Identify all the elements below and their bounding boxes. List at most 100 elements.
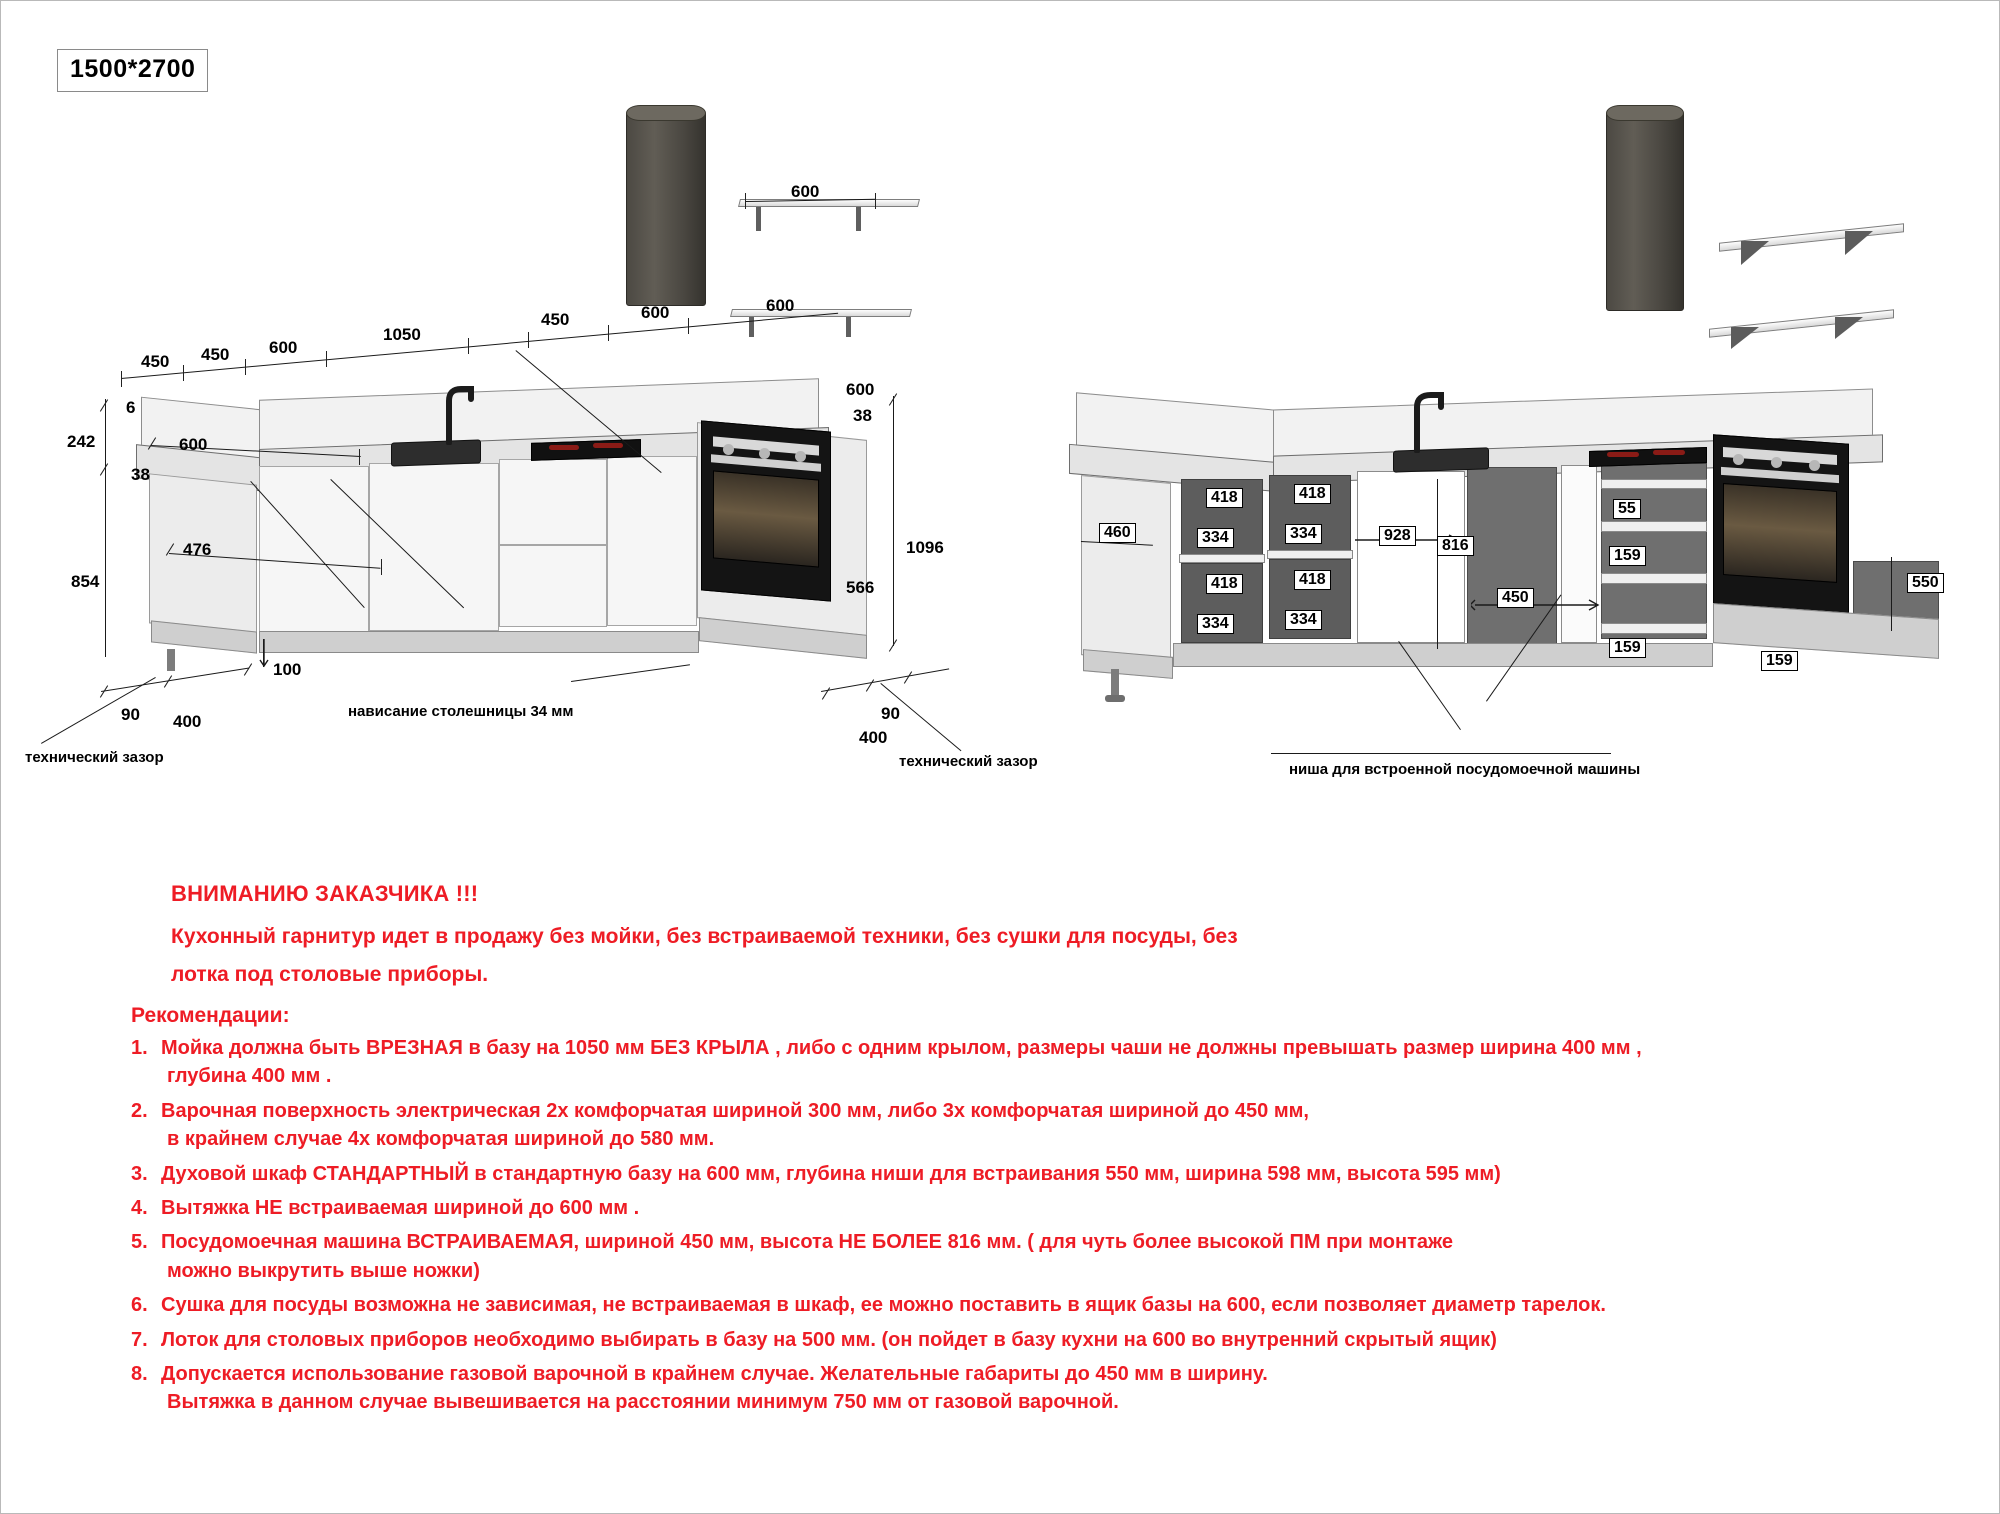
recommendation-number: 2. <box>131 1099 148 1122</box>
dim-top-6: 600 <box>641 303 670 322</box>
recommendations-title: Рекомендации: <box>131 1004 290 1027</box>
oven-right-door-glass <box>1723 483 1837 583</box>
dim-tick <box>99 399 109 412</box>
shelf-bracket-1 <box>756 207 761 231</box>
dim-drawer-159-b: 159 <box>1609 638 1646 658</box>
dim-460: 460 <box>1099 523 1136 543</box>
recommendation-item: 3. Духовой шкаф СТАНДАРТНЫЙ в стандартную… <box>131 1160 1921 1188</box>
dim-tick <box>381 559 382 575</box>
recommendation-text: Сушка для посуды возможна не зависимая, … <box>161 1294 1606 1317</box>
oven-right-knob-1 <box>1733 454 1744 465</box>
recommendation-continuation: глубина 400 мм . <box>167 1065 332 1088</box>
shelf-divider-2 <box>1267 550 1353 559</box>
recommendation-number: 8. <box>131 1362 148 1385</box>
notice-heading: ВНИМАНИЮ ЗАКАЗЧИКА !!! <box>171 881 479 906</box>
dim-vline-550 <box>1891 557 1892 631</box>
drawer-front-1 <box>1601 479 1707 489</box>
dim-tick <box>875 193 876 209</box>
dim-top-2: 450 <box>201 345 230 364</box>
label-technical-gap-right: технический зазор <box>899 753 1038 770</box>
dim-gap-90-left: 90 <box>121 705 140 724</box>
leader-overhang-4 <box>571 664 690 682</box>
shelf-divider-1 <box>1179 554 1265 563</box>
recommendation-text: Допускается использование газовой варочн… <box>161 1360 1921 1417</box>
dim-arrow-450 <box>1471 599 1600 611</box>
dim-tick <box>243 663 253 676</box>
recommendation-item: 5.Посудомоечная машина ВСТРАИВАЕМАЯ, шир… <box>131 1228 1921 1285</box>
oven-door-glass <box>713 470 819 568</box>
dim-top-5: 450 <box>541 310 570 329</box>
dim-tick <box>326 351 327 367</box>
notice-line-2: лотка под столовые приборы. <box>171 962 489 986</box>
dishwasher-niche <box>1357 471 1465 643</box>
dim-tick <box>903 671 913 684</box>
sheet-size-label: 1500*2700 <box>57 49 209 92</box>
oven-knob-2 <box>759 448 770 459</box>
dim-line-gap-left <box>101 667 250 692</box>
dim-box2-width: 418 <box>1206 574 1243 594</box>
dim-top-3: 600 <box>269 338 298 357</box>
faucet-icon-left-view <box>446 386 474 445</box>
base-cabinet-3 <box>607 456 697 626</box>
dim-tick <box>121 371 122 387</box>
range-hood-right <box>1606 111 1684 311</box>
niche-filler-panel <box>1561 465 1597 643</box>
drawer-front-2 <box>1601 521 1707 532</box>
range-hood-top-left <box>626 105 706 121</box>
recommendation-text: Духовой шкаф СТАНДАРТНЫЙ в стандартную б… <box>161 1162 1501 1185</box>
shelf-bracket-icon-3 <box>1731 327 1759 349</box>
dim-tick <box>745 193 746 209</box>
recommendation-item: 2. Варочная поверхность электрическая 2х … <box>131 1097 1921 1154</box>
wall-shelf-lower <box>730 309 912 317</box>
dim-tick <box>688 318 689 334</box>
shelf-bracket-2 <box>856 207 861 231</box>
recommendation-text: Варочная поверхность электрическая 2х ко… <box>161 1097 1921 1154</box>
faucet-icon-right-view <box>1414 392 1444 453</box>
recommendation-continuation: в крайнем случае 4х комфорчатая шириной … <box>167 1128 715 1151</box>
recommendation-item: 8. Допускается использование газовой варо… <box>131 1360 1921 1417</box>
dim-right-38: 38 <box>853 406 872 425</box>
dim-tick <box>608 325 609 341</box>
dim-tick <box>99 463 109 476</box>
notice-line-1: Кухонный гарнитур идет в продажу без мой… <box>171 925 1238 948</box>
recommendation-number: 3. <box>131 1162 148 1185</box>
shelf-bracket-icon-2 <box>1845 231 1873 255</box>
recommendations-list: 1.Мойка должна быть ВРЕЗНАЯ в базу на 10… <box>131 1034 1921 1417</box>
dim-oven-566: 566 <box>846 578 875 597</box>
recommendation-number: 4. <box>131 1196 148 1219</box>
dim-backsplash-242: 242 <box>67 432 96 451</box>
recommendation-text: Вытяжка НЕ встраиваемая шириной до 600 м… <box>161 1196 640 1219</box>
dim-door-476: 476 <box>183 540 212 559</box>
dim-tick <box>183 365 184 381</box>
range-hood-top-right <box>1606 105 1684 121</box>
recommendation-text: Мойка должна быть ВРЕЗНАЯ в базу на 1050… <box>161 1034 1921 1091</box>
dim-box1-height: 334 <box>1197 528 1234 548</box>
shelf-bracket-icon-1 <box>1741 241 1769 265</box>
base-drawer-upper <box>499 459 607 545</box>
dim-vline-left <box>105 399 106 657</box>
shelf-bracket-icon-4 <box>1835 317 1863 339</box>
oven-knob-3 <box>795 451 806 462</box>
oven-right-knob-3 <box>1809 460 1820 471</box>
cabinet-leg-foot <box>1105 695 1125 702</box>
cooktop-zone-1 <box>549 445 579 450</box>
dim-drawer-55: 55 <box>1613 499 1641 519</box>
recommendation-number: 6. <box>131 1294 148 1317</box>
dim-tick <box>865 679 875 692</box>
dim-816: 816 <box>1437 536 1474 556</box>
dim-drawer-159-a: 159 <box>1609 546 1646 566</box>
drawer-front-4 <box>1601 623 1707 634</box>
recommendation-item: 4. Вытяжка НЕ встраиваемая шириной до 600… <box>131 1194 1921 1222</box>
dim-gap-90-right: 90 <box>881 704 900 723</box>
dim-right-600: 600 <box>846 380 875 399</box>
dim-plinth-6: 6 <box>126 398 136 417</box>
recommendation-number: 7. <box>131 1328 148 1351</box>
base-right-left-panel <box>1081 475 1171 663</box>
shelf-bracket-4 <box>846 317 851 337</box>
dim-leg-100: 100 <box>273 660 302 679</box>
leader-niche-3 <box>1271 753 1611 754</box>
shelf-bracket-3 <box>749 317 754 337</box>
dim-box2-height: 334 <box>1197 614 1234 634</box>
dim-tick <box>359 449 360 465</box>
